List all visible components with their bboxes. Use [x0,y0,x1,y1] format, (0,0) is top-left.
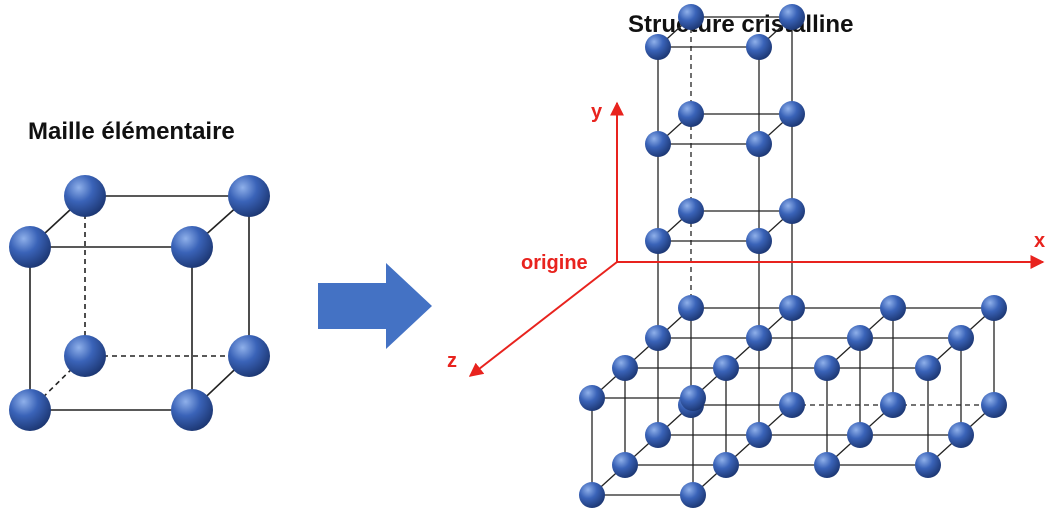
atom [171,226,213,268]
atom [779,295,805,321]
atom [981,295,1007,321]
atom [814,452,840,478]
atom [915,452,941,478]
right-arrow-icon [318,263,432,349]
axis-system [468,101,1045,377]
atom [847,325,873,351]
atom [779,392,805,418]
atom [64,175,106,217]
atom [948,422,974,448]
atom [645,325,671,351]
atom [779,4,805,30]
z-axis [468,261,618,377]
atom [612,355,638,381]
atom [915,355,941,381]
atom [612,452,638,478]
crystal-structure-diagram [468,4,1045,508]
atom [9,226,51,268]
atom [678,198,704,224]
atom [678,101,704,127]
atom [880,392,906,418]
atom [228,335,270,377]
atom [9,389,51,431]
atom [880,295,906,321]
atom [579,482,605,508]
atom [680,385,706,411]
atom [64,335,106,377]
crystal-structure-title: Structure cristalline [628,11,854,38]
atom [746,228,772,254]
z-axis-label: z [447,350,457,372]
atom [645,131,671,157]
atom [746,325,772,351]
atom [779,198,805,224]
atom [579,385,605,411]
atom [645,34,671,60]
y-axis-label: y [591,101,603,123]
atom [948,325,974,351]
atom [645,228,671,254]
atom [680,482,706,508]
unit-cell-title: Maille élémentaire [28,118,235,145]
atom [228,175,270,217]
unit-cell-diagram [9,175,270,431]
atom [814,355,840,381]
origin-label: origine [521,252,588,274]
atom [746,422,772,448]
x-axis-label: x [1034,230,1046,252]
atom [713,355,739,381]
atom [847,422,873,448]
atom [713,452,739,478]
atom [171,389,213,431]
atom [746,131,772,157]
atom [779,101,805,127]
atom [645,422,671,448]
atom [678,4,704,30]
atom [746,34,772,60]
atom [678,295,704,321]
atom [981,392,1007,418]
